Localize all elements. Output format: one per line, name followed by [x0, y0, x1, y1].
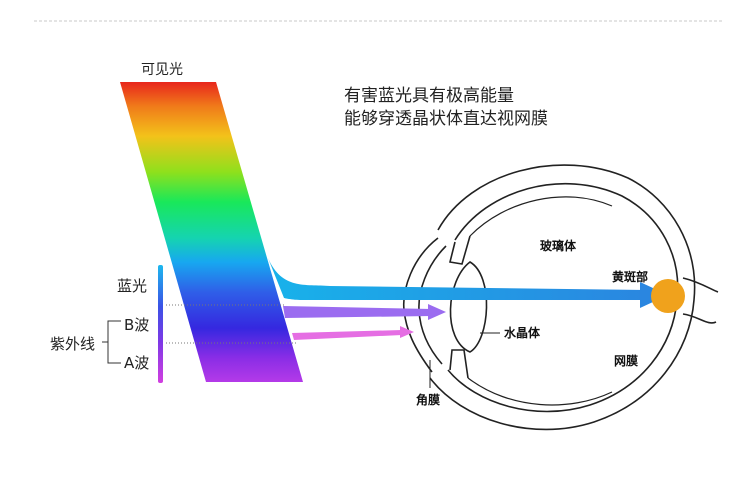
choroid-line	[469, 196, 613, 237]
uvb-label: B波	[124, 316, 149, 334]
lens-shape	[449, 261, 488, 353]
uvb-ray	[283, 306, 432, 318]
visible-spectrum-band	[120, 82, 303, 382]
uva-ray-head	[400, 326, 414, 338]
blue-light-ray	[268, 258, 650, 300]
cornea-inner	[418, 245, 447, 365]
iris-upper	[449, 235, 471, 265]
lens-label: 水晶体	[504, 325, 541, 340]
choroid-line-lower	[467, 377, 613, 406]
caption-line-1: 有害蓝光具有极高能量	[344, 86, 514, 106]
spectrum-scale-bar	[158, 265, 163, 383]
uva-label: A波	[124, 354, 149, 372]
vitreous-label: 玻璃体	[540, 238, 577, 253]
uv-group-label: 紫外线	[50, 335, 95, 353]
uva-ray	[292, 330, 402, 340]
visible-light-label: 可见光	[141, 62, 183, 78]
iris-lower	[449, 349, 469, 379]
caption-line-2: 能够穿透晶状体直达视网膜	[344, 109, 548, 129]
optic-nerve	[682, 277, 719, 324]
macula-spot	[651, 279, 685, 313]
blue-light-label: 蓝光	[117, 277, 147, 295]
macula-label: 黄斑部	[612, 269, 648, 284]
cornea-label: 角膜	[416, 392, 440, 407]
eye-cross-section	[402, 164, 719, 431]
eye-outer-wall	[429, 164, 696, 431]
uv-bracket	[107, 320, 121, 364]
retina-label: 网膜	[614, 353, 638, 368]
uvb-ray-head	[428, 304, 446, 320]
